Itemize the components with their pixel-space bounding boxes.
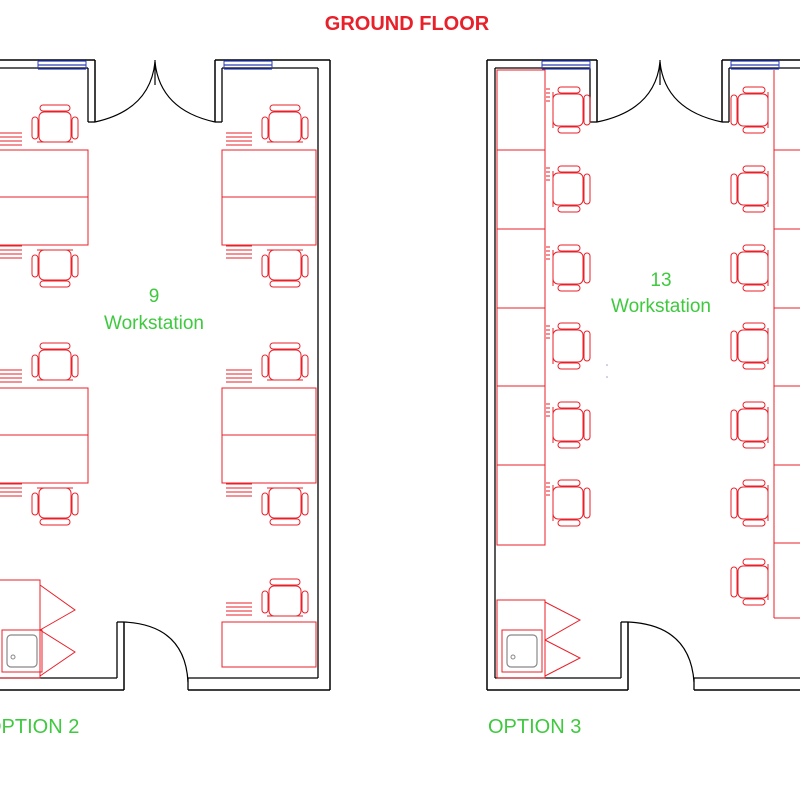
door-leaf-right bbox=[154, 61, 216, 123]
workstation-label: Workstation bbox=[104, 313, 204, 334]
document-tray bbox=[226, 132, 252, 146]
office-chair bbox=[31, 249, 79, 288]
document-tray bbox=[546, 403, 550, 417]
document-tray bbox=[546, 325, 550, 339]
office-chair bbox=[261, 342, 309, 381]
office-chair bbox=[552, 479, 591, 527]
door-swing-bottom bbox=[123, 621, 189, 683]
document-tray bbox=[0, 245, 22, 259]
window bbox=[541, 60, 591, 70]
office-chair bbox=[552, 401, 591, 449]
office-chair bbox=[730, 322, 769, 370]
office-chair bbox=[730, 86, 769, 134]
desk-single bbox=[221, 621, 317, 668]
furniture bbox=[0, 104, 317, 679]
office-chair bbox=[730, 244, 769, 292]
document-tray bbox=[226, 369, 252, 383]
document-tray bbox=[0, 132, 22, 146]
document-tray bbox=[546, 167, 550, 181]
plan-title: GROUND FLOOR bbox=[325, 13, 490, 35]
kitchenette-sink bbox=[501, 629, 543, 673]
option-caption: OPTION 2 bbox=[0, 716, 79, 738]
office-chair bbox=[261, 104, 309, 143]
document-tray bbox=[0, 483, 22, 497]
kitchenette bbox=[0, 579, 76, 679]
windows bbox=[37, 60, 273, 70]
office-chair bbox=[552, 86, 591, 134]
door-leaf-right bbox=[659, 61, 723, 123]
office-chair bbox=[552, 244, 591, 292]
document-tray bbox=[546, 482, 550, 496]
room-walls bbox=[486, 59, 800, 691]
door-swings bbox=[596, 60, 723, 683]
office-chair bbox=[730, 558, 769, 606]
furniture bbox=[496, 69, 800, 679]
window bbox=[37, 60, 87, 70]
window bbox=[730, 60, 780, 70]
office-chair bbox=[552, 322, 591, 370]
grid-mark bbox=[606, 376, 608, 378]
window bbox=[223, 60, 273, 70]
kitchenette bbox=[496, 599, 582, 679]
office-chair bbox=[261, 578, 309, 617]
desk-bank-right bbox=[773, 70, 800, 619]
desk-bank-left bbox=[496, 69, 550, 546]
office-chair bbox=[730, 401, 769, 449]
door-leaf-left bbox=[596, 61, 661, 123]
document-tray bbox=[0, 369, 22, 383]
room-option-3: 13 Workstation OPTION 3 bbox=[486, 59, 800, 738]
room-walls bbox=[0, 59, 331, 691]
door-leaf-left bbox=[94, 61, 156, 123]
door-swing-bottom bbox=[627, 621, 695, 683]
office-chair bbox=[552, 165, 591, 213]
workstation-count: 13 bbox=[650, 270, 671, 291]
office-chair bbox=[730, 165, 769, 213]
document-tray bbox=[226, 483, 252, 497]
kitchenette-sink bbox=[1, 629, 43, 673]
office-chair bbox=[730, 479, 769, 527]
workstation-label: Workstation bbox=[611, 296, 711, 317]
door-swings bbox=[94, 60, 216, 683]
document-tray bbox=[546, 246, 550, 260]
option-caption: OPTION 3 bbox=[488, 716, 581, 738]
windows bbox=[541, 60, 780, 70]
office-chair bbox=[31, 342, 79, 381]
office-chair bbox=[31, 487, 79, 526]
workstation-count: 9 bbox=[149, 286, 160, 307]
room-option-2: 9 Workstation OPTION 2 bbox=[0, 59, 331, 738]
grid-mark bbox=[606, 364, 608, 366]
office-chair bbox=[31, 104, 79, 143]
document-tray bbox=[226, 245, 252, 259]
office-chair bbox=[261, 487, 309, 526]
office-chair bbox=[261, 249, 309, 288]
document-tray bbox=[226, 602, 252, 616]
document-tray bbox=[546, 88, 550, 102]
